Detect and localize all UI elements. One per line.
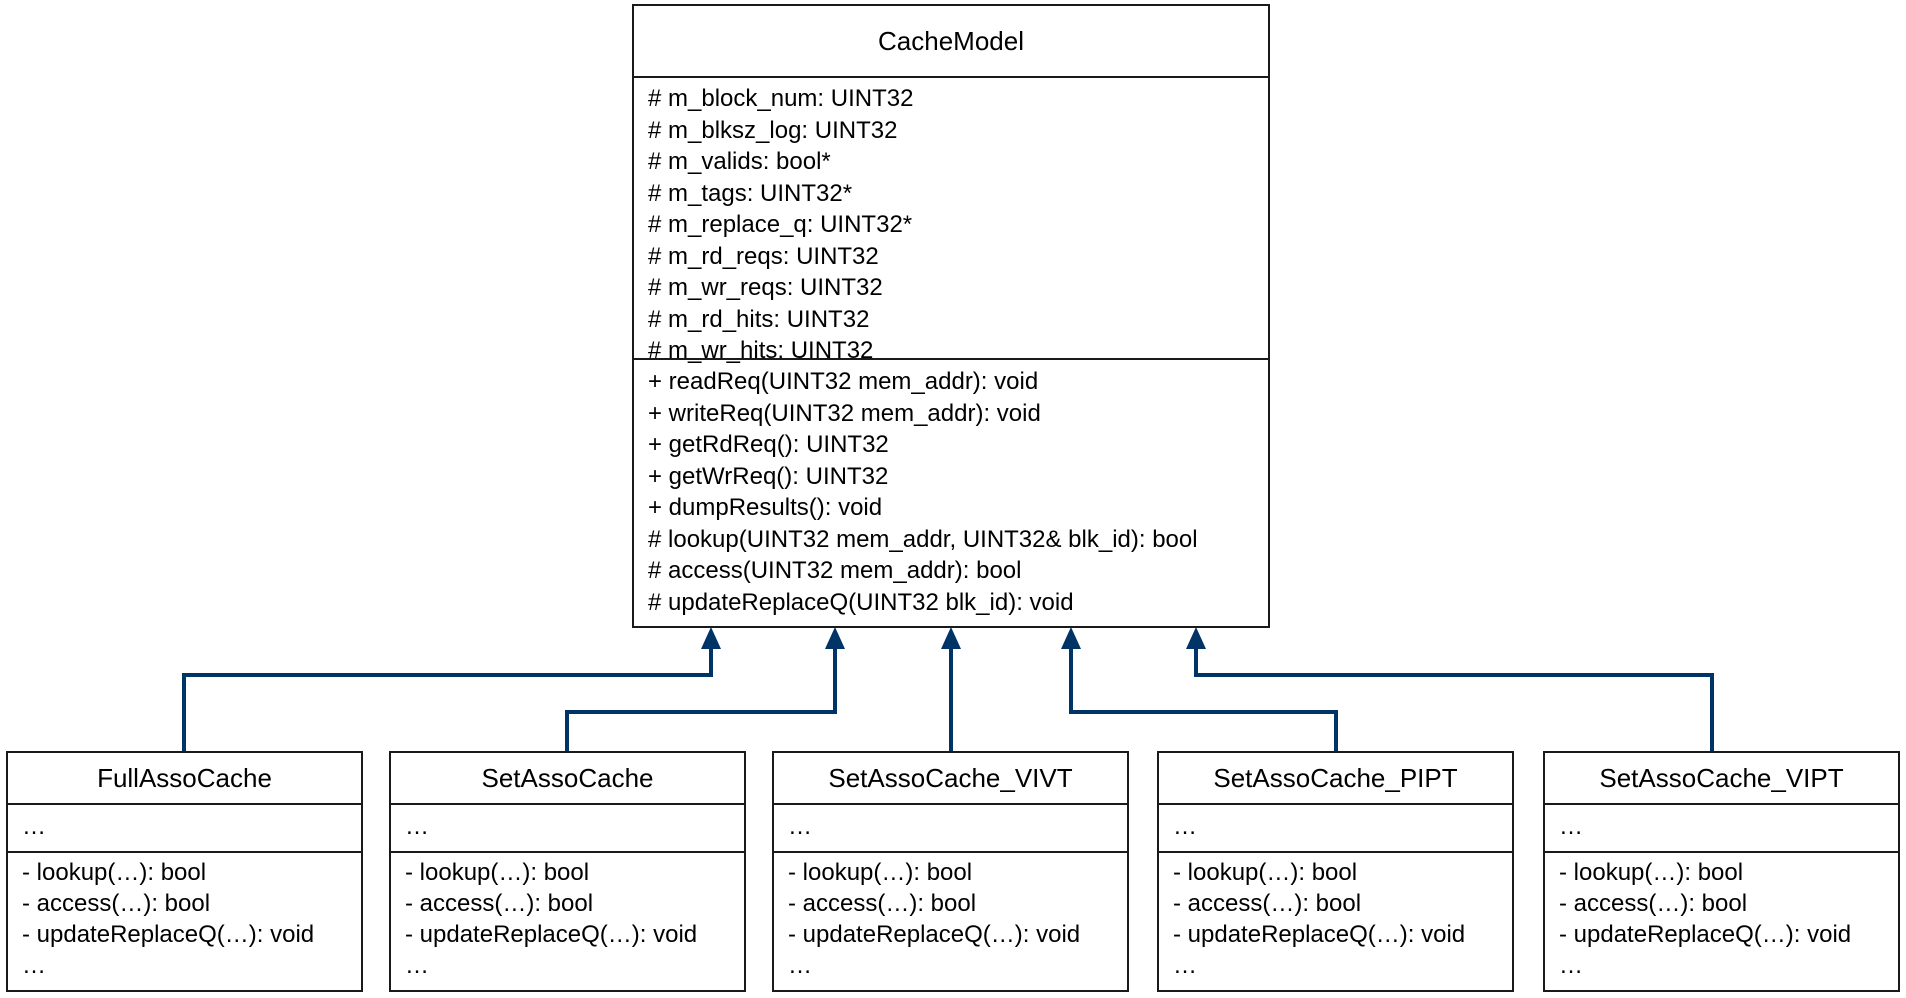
method: - lookup(…): bool	[1559, 859, 1744, 886]
method: # access(UINT32 mem_addr): bool	[648, 557, 1022, 584]
attribute: # m_rd_reqs: UINT32	[648, 242, 879, 270]
method: + getWrReq(): UINT32	[648, 462, 889, 490]
method: …	[1173, 952, 1197, 979]
method: …	[1559, 952, 1583, 979]
method: - lookup(…): bool	[405, 859, 590, 886]
attribute: # m_wr_reqs: UINT32	[648, 274, 883, 301]
method: - lookup(…): bool	[1173, 859, 1358, 886]
method: - lookup(…): bool	[788, 859, 973, 886]
method: - updateReplaceQ(…): void	[405, 921, 698, 948]
method: # updateReplaceQ(UINT32 blk_id): void	[648, 588, 1074, 616]
class-name: FullAssoCache	[8, 753, 361, 805]
attributes-section: …	[8, 805, 361, 853]
method: - access(…): bool	[22, 890, 211, 917]
method: + writeReq(UINT32 mem_addr): void	[648, 399, 1041, 427]
methods-section: - lookup(…): bool - access(…): bool - up…	[1545, 853, 1898, 981]
method: + readReq(UINT32 mem_addr): void	[648, 368, 1039, 395]
attribute: …	[1173, 813, 1197, 840]
attribute: …	[788, 813, 812, 840]
methods-section: - lookup(…): bool - access(…): bool - up…	[391, 853, 744, 981]
attribute: …	[405, 813, 429, 840]
inheritance-line-setassocache_vipt	[1194, 649, 1714, 752]
arrowhead-icon	[701, 627, 721, 649]
arrowhead-icon	[1061, 627, 1081, 649]
method: …	[788, 952, 812, 979]
class-name: SetAssoCache_PIPT	[1159, 753, 1512, 805]
attributes-section: # m_block_num: UINT32 # m_blksz_log: UIN…	[634, 78, 1268, 364]
methods-section: - lookup(…): bool - access(…): bool - up…	[1159, 853, 1512, 981]
method: - updateReplaceQ(…): void	[1173, 921, 1466, 948]
attributes-section: …	[1159, 805, 1512, 853]
method: + getRdReq(): UINT32	[648, 431, 889, 458]
method: + dumpResults(): void	[648, 494, 883, 521]
method: - access(…): bool	[1173, 890, 1362, 917]
method: - lookup(…): bool	[22, 859, 207, 886]
class-setassocache-vipt[interactable]: SetAssoCache_VIPT … - lookup(…): bool - …	[1543, 751, 1900, 992]
class-setassocache-pipt[interactable]: SetAssoCache_PIPT … - lookup(…): bool - …	[1157, 751, 1514, 992]
attribute: # m_valids: bool*	[648, 148, 831, 175]
attribute: # m_block_num: UINT32	[648, 85, 914, 112]
method: # lookup(UINT32 mem_addr, UINT32& blk_id…	[648, 525, 1198, 553]
methods-section: - lookup(…): bool - access(…): bool - up…	[8, 853, 361, 981]
method: - updateReplaceQ(…): void	[22, 921, 315, 948]
method: - access(…): bool	[405, 890, 594, 917]
method: - access(…): bool	[788, 890, 977, 917]
attributes-section: …	[391, 805, 744, 853]
attributes-section: …	[774, 805, 1127, 853]
arrowhead-icon	[825, 627, 845, 649]
methods-section: + readReq(UINT32 mem_addr): void + write…	[634, 360, 1268, 618]
attribute: …	[1559, 813, 1583, 840]
attribute: # m_tags: UINT32*	[648, 179, 853, 207]
arrowhead-icon	[1186, 627, 1206, 649]
inheritance-line-fullassocache	[182, 649, 713, 752]
methods-section: - lookup(…): bool - access(…): bool - up…	[774, 853, 1127, 981]
method: …	[405, 952, 429, 979]
method: …	[22, 952, 46, 979]
class-name: SetAssoCache_VIPT	[1545, 753, 1898, 805]
inheritance-line-setassocache_pipt	[1069, 649, 1338, 752]
class-name: CacheModel	[634, 6, 1268, 78]
attribute: # m_replace_q: UINT32*	[648, 211, 913, 238]
class-cachemodel[interactable]: CacheModel # m_block_num: UINT32 # m_blk…	[632, 4, 1270, 628]
class-name: SetAssoCache_VIVT	[774, 753, 1127, 805]
class-setassocache-vivt[interactable]: SetAssoCache_VIVT … - lookup(…): bool - …	[772, 751, 1129, 992]
attribute: # m_blksz_log: UINT32	[648, 116, 898, 144]
class-fullassocache[interactable]: FullAssoCache … - lookup(…): bool - acce…	[6, 751, 363, 992]
class-setassocache[interactable]: SetAssoCache … - lookup(…): bool - acces…	[389, 751, 746, 992]
attribute: # m_wr_hits: UINT32	[648, 337, 874, 364]
method: - access(…): bool	[1559, 890, 1748, 917]
class-name: SetAssoCache	[391, 753, 744, 805]
attribute: # m_rd_hits: UINT32	[648, 305, 870, 333]
method: - updateReplaceQ(…): void	[788, 921, 1081, 948]
attributes-section: …	[1545, 805, 1898, 853]
arrowhead-icon	[941, 627, 961, 649]
inheritance-line-setassocache	[565, 649, 837, 752]
method: - updateReplaceQ(…): void	[1559, 921, 1852, 948]
attribute: …	[22, 813, 46, 840]
